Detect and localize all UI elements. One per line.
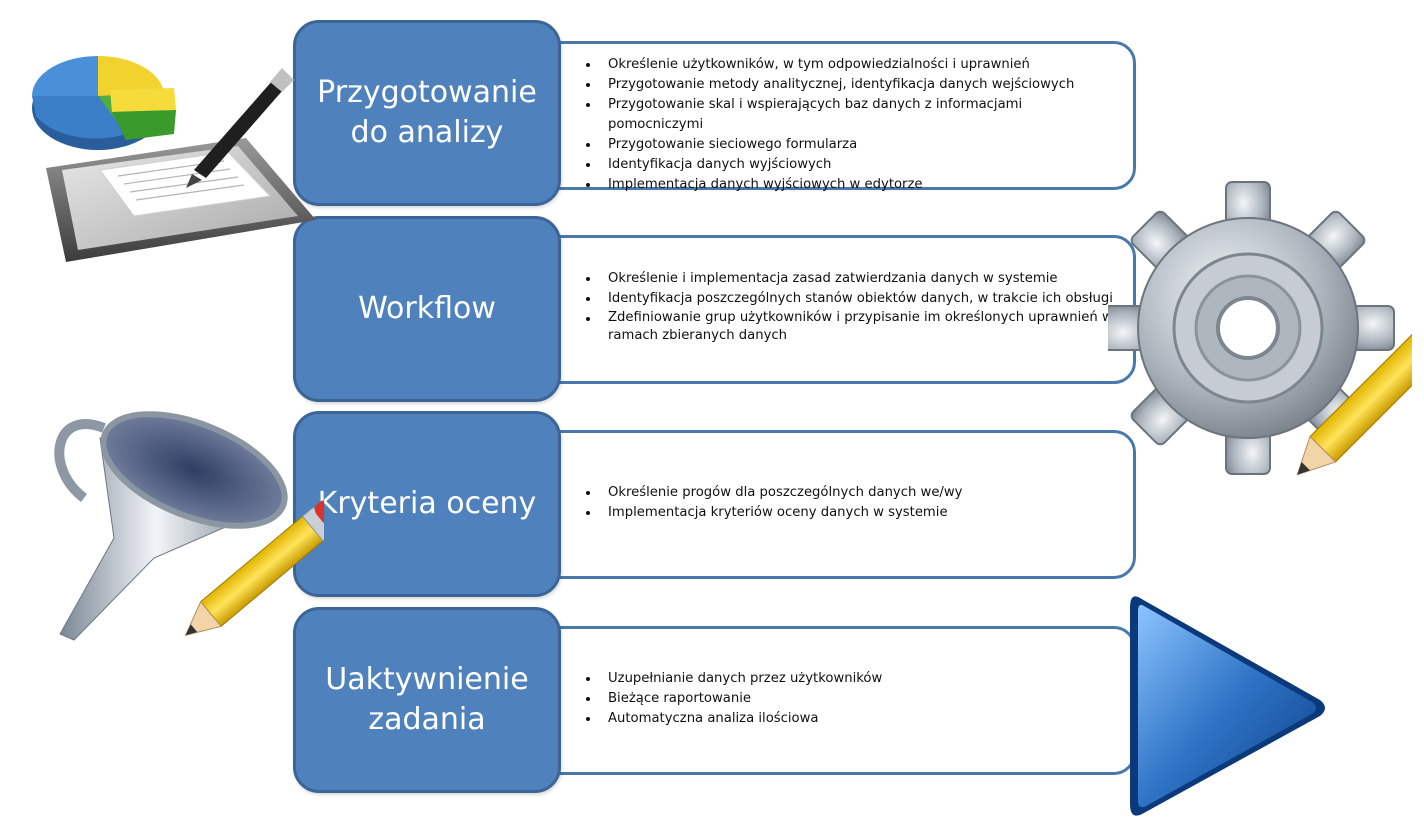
- list-item: Przygotowanie skal i wspierających baz d…: [586, 95, 1116, 135]
- list-item: Implementacja danych wyjściowych w edyto…: [586, 175, 1116, 195]
- list-item: Przygotowanie sieciowego formularza: [586, 135, 1116, 155]
- chart-tablet-pen-icon: [32, 55, 316, 262]
- step-4-bullets: Uzupełnianie danych przez użytkowników B…: [586, 669, 1116, 729]
- step-1-title-line-1: Przygotowanie: [317, 75, 537, 110]
- step-2-bullets: Określenie i implementacja zasad zatwier…: [586, 269, 1116, 345]
- list-item: Bieżące raportowanie: [586, 689, 1116, 709]
- list-item: Określenie użytkowników, w tym odpowiedz…: [586, 55, 1116, 75]
- list-item: Identyfikacja poszczególnych stanów obie…: [586, 289, 1116, 309]
- list-item: Identyfikacja danych wyjściowych: [586, 155, 1116, 175]
- step-4-title-line-2: zadania: [368, 702, 486, 737]
- list-item: Przygotowanie metody analitycznej, ident…: [586, 75, 1116, 95]
- step-1-panel: [520, 41, 1136, 190]
- step-1-title: Przygotowanie do analizy: [297, 73, 557, 153]
- list-item: Automatyczna analiza ilościowa: [586, 709, 1116, 729]
- step-4-title: Uaktywnienie zadania: [305, 660, 548, 740]
- list-item: Implementacja kryteriów oceny danych w s…: [586, 503, 1116, 523]
- step-3-title-box: Kryteria oceny: [293, 411, 561, 597]
- step-3-title: Kryteria oceny: [317, 486, 537, 521]
- funnel-pencil-icon: [54, 411, 324, 641]
- step-2-title-box: Workflow: [293, 216, 561, 402]
- step-4-title-line-1: Uaktywnienie: [325, 662, 529, 697]
- step-2-title: Workflow: [358, 291, 496, 326]
- step-2-panel: [520, 235, 1136, 384]
- step-3-bullets: Określenie progów dla poszczególnych dan…: [586, 483, 1116, 523]
- gear-pencil-icon: [1108, 181, 1412, 476]
- play-icon: [1130, 596, 1325, 816]
- step-1-title-box: Przygotowanie do analizy: [293, 20, 561, 206]
- step-1-title-line-2: do analizy: [350, 115, 504, 150]
- step-1-bullets: Określenie użytkowników, w tym odpowiedz…: [586, 55, 1116, 195]
- list-item: Zdefiniowanie grup użytkowników i przypi…: [586, 309, 1116, 345]
- list-item: Określenie progów dla poszczególnych dan…: [586, 483, 1116, 503]
- list-item: Uzupełnianie danych przez użytkowników: [586, 669, 1116, 689]
- step-4-panel: [520, 626, 1136, 775]
- list-item: Określenie i implementacja zasad zatwier…: [586, 269, 1116, 289]
- step-3-panel: [520, 430, 1136, 579]
- step-4-title-box: Uaktywnienie zadania: [293, 607, 561, 793]
